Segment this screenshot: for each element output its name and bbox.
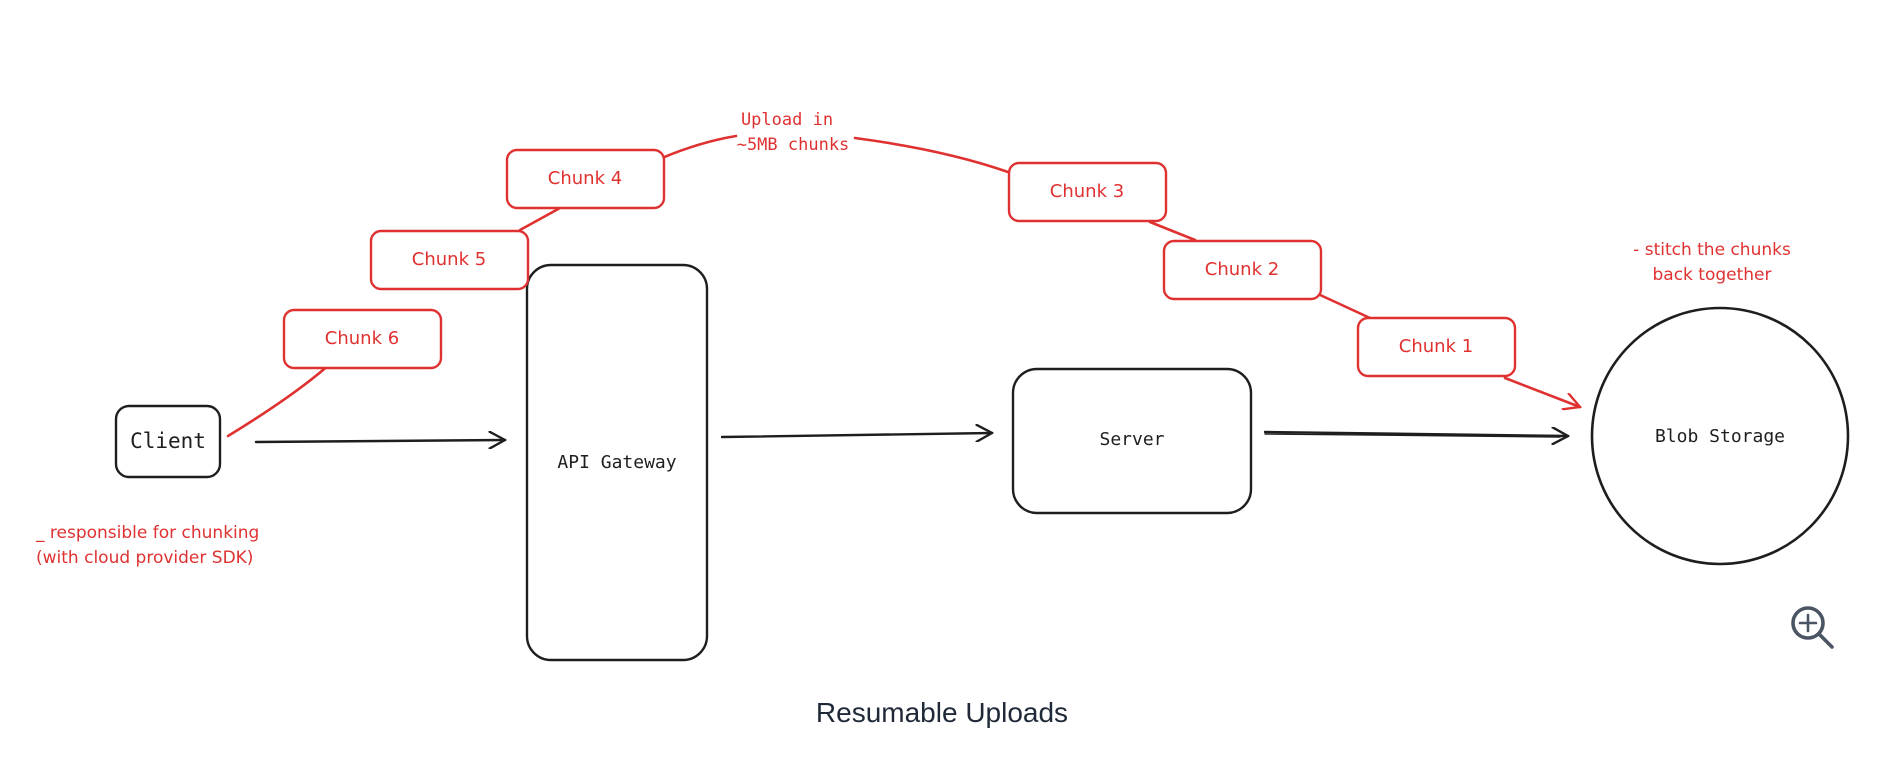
chunk-5-label: Chunk 5	[412, 249, 486, 270]
arrow-client-to-gateway	[254, 440, 505, 442]
client-note-line-2: (with cloud provider SDK)	[36, 548, 253, 568]
server-label: Server	[1099, 429, 1164, 450]
upload-note-line-2: ~5MB chunks	[737, 135, 850, 155]
diagram-caption: Resumable Uploads	[816, 697, 1068, 728]
client-node[interactable]: Client	[114, 404, 222, 479]
chunk-6-box: Chunk 6	[282, 308, 443, 370]
server-node[interactable]: Server	[1011, 367, 1253, 515]
api-gateway-node[interactable]: API Gateway	[525, 263, 709, 662]
client-note: _ responsible for chunking (with cloud p…	[35, 523, 259, 568]
upload-note-line-1: Upload in	[741, 110, 833, 130]
storage-note: - stitch the chunks back together	[1633, 240, 1791, 285]
api-gateway-label: API Gateway	[557, 452, 676, 473]
chunk-5-box: Chunk 5	[369, 229, 530, 291]
chunk-2-label: Chunk 2	[1205, 259, 1279, 280]
main-flow-arrows	[254, 432, 1568, 442]
chunk-6-label: Chunk 6	[325, 328, 399, 349]
chunk-3-box: Chunk 3	[1007, 161, 1168, 223]
chunk-3-label: Chunk 3	[1050, 181, 1124, 202]
chunk-2-box: Chunk 2	[1162, 239, 1323, 301]
chunk-upload-path	[226, 134, 1580, 438]
chunk-4-box: Chunk 4	[505, 148, 666, 210]
storage-note-line-1: - stitch the chunks	[1633, 240, 1791, 260]
blob-storage-node[interactable]: Blob Storage	[1590, 306, 1850, 566]
chunk-1-label: Chunk 1	[1399, 336, 1473, 357]
arrow-gateway-to-server	[720, 433, 992, 437]
chunk-1-box: Chunk 1	[1356, 316, 1517, 378]
upload-note: Upload in ~5MB chunks	[737, 110, 850, 155]
blob-storage-label: Blob Storage	[1655, 426, 1785, 447]
arrow-server-to-storage	[1263, 432, 1568, 436]
chunk-4-label: Chunk 4	[548, 168, 622, 189]
storage-note-line-2: back together	[1652, 265, 1771, 285]
client-label: Client	[130, 429, 206, 453]
client-note-line-1: _ responsible for chunking	[35, 523, 259, 543]
zoom-in-icon[interactable]	[1791, 606, 1834, 649]
